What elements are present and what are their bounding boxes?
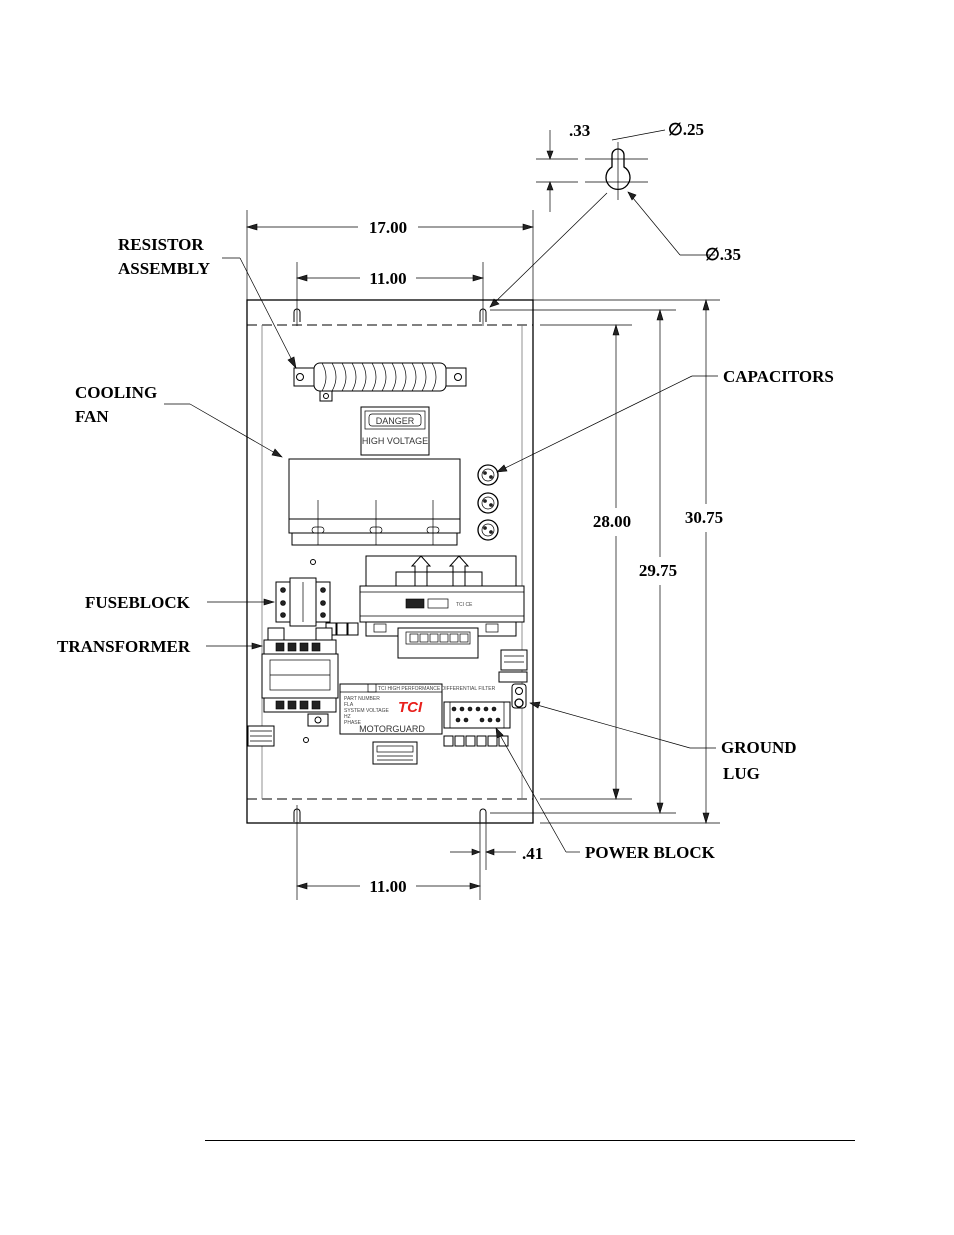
mounting-slot-top-right bbox=[479, 305, 487, 326]
dim-width-overall: 17.00 bbox=[369, 218, 407, 237]
panel-hole-2 bbox=[303, 737, 309, 743]
cooling-fan bbox=[288, 458, 461, 546]
dim-slot-width: .41 bbox=[522, 844, 543, 863]
product-name-text: MOTORGUARD bbox=[359, 724, 425, 734]
nameplate-row-5: PHASE bbox=[344, 720, 362, 726]
power-block bbox=[443, 701, 511, 729]
callout-resistor-line1: RESISTOR bbox=[118, 235, 204, 254]
dim-line-3075 bbox=[702, 298, 710, 825]
mounting-slot-bottom-right bbox=[479, 808, 487, 900]
nameplate-row-3: SYSTEM VOLTAGE bbox=[344, 708, 389, 714]
dim-mount-bottom: 11.00 bbox=[369, 877, 406, 896]
callout-leaders bbox=[164, 257, 718, 853]
dim-mount-top: 11.00 bbox=[369, 269, 406, 288]
mounting-slot-bottom-left bbox=[293, 805, 301, 900]
dim-line-28 bbox=[612, 323, 620, 801]
capacitor-3 bbox=[477, 519, 499, 541]
warning-label-left bbox=[247, 725, 275, 747]
dim-extension-lines bbox=[490, 299, 720, 824]
dim-keyhole-offset: .33 bbox=[569, 121, 590, 140]
dim-keyhole-small: ∅.25 bbox=[668, 120, 704, 139]
nameplate-row-4: HZ bbox=[344, 714, 351, 720]
fuseblock bbox=[275, 577, 331, 627]
capacitors bbox=[477, 464, 499, 541]
dim-line-slot bbox=[450, 848, 516, 856]
ground-lug bbox=[498, 649, 528, 709]
callout-resistor-line2: ASSEMBLY bbox=[118, 259, 210, 278]
capacitor-1 bbox=[477, 464, 499, 486]
callout-power-block: POWER BLOCK bbox=[585, 843, 716, 862]
callout-cooling-line1: COOLING bbox=[75, 383, 157, 402]
nameplate-title: TCI HIGH PERFORMANCE DIFFERENTIAL FILTER bbox=[378, 686, 496, 692]
dim-line-2975 bbox=[656, 308, 664, 815]
dim-height-2975: 29.75 bbox=[639, 561, 677, 580]
dim-line-mount-top bbox=[295, 262, 485, 305]
high-voltage-text: HIGH VOLTAGE bbox=[362, 436, 428, 446]
callout-fuseblock: FUSEBLOCK bbox=[85, 593, 191, 612]
service-label bbox=[372, 741, 418, 765]
svg-text:TCI CE: TCI CE bbox=[456, 602, 473, 608]
callout-cooling-line2: FAN bbox=[75, 407, 109, 426]
resistor-assembly bbox=[293, 362, 467, 402]
nameplate-row-2: FLA bbox=[344, 702, 354, 708]
main-reactor: TCI CE bbox=[359, 555, 525, 659]
keyhole-detail bbox=[489, 129, 715, 308]
danger-label: DANGER HIGH VOLTAGE bbox=[360, 406, 430, 456]
dim-line-mount-bottom bbox=[295, 882, 482, 890]
dim-height-28: 28.00 bbox=[593, 512, 631, 531]
brand-logo-text: TCI bbox=[398, 699, 423, 716]
callout-ground-line1: GROUND bbox=[721, 738, 797, 757]
danger-text: DANGER bbox=[376, 416, 415, 426]
callout-ground-line2: LUG bbox=[723, 764, 760, 783]
mounting-slot-top-left bbox=[293, 305, 301, 326]
dim-keyhole-large: ∅.35 bbox=[705, 245, 741, 264]
callout-capacitors: CAPACITORS bbox=[723, 367, 834, 386]
dim-height-3075: 30.75 bbox=[685, 508, 723, 527]
enclosure bbox=[246, 299, 534, 824]
nameplate-row-1: PART NUMBER bbox=[344, 696, 380, 702]
dim-line-width bbox=[245, 210, 535, 300]
capacitor-2 bbox=[477, 492, 499, 514]
callout-transformer: TRANSFORMER bbox=[57, 637, 191, 656]
mounting-slots bbox=[293, 305, 487, 900]
footer-rule bbox=[205, 1140, 855, 1141]
transformer bbox=[261, 627, 339, 727]
panel-hole bbox=[310, 559, 316, 565]
nameplate: TCI HIGH PERFORMANCE DIFFERENTIAL FILTER… bbox=[339, 683, 496, 735]
